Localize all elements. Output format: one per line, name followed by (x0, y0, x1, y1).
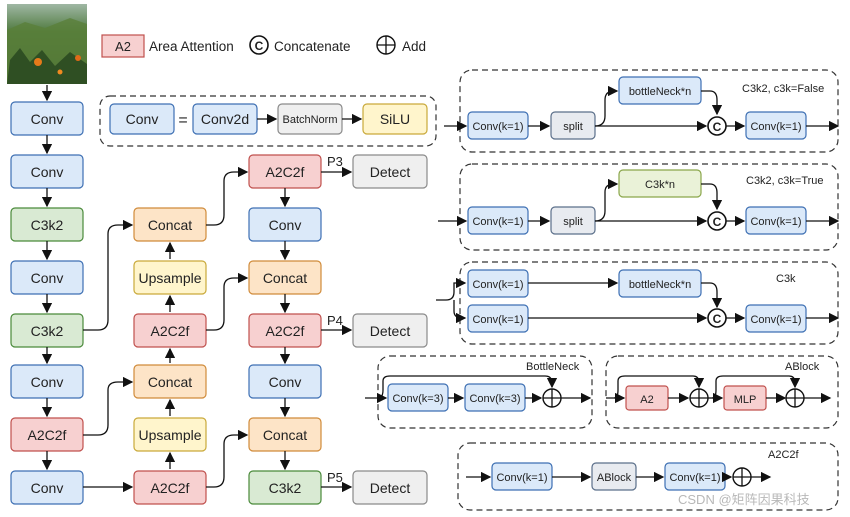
svg-text:C: C (713, 215, 722, 229)
svg-text:Upsample: Upsample (138, 427, 201, 443)
svg-text:bottleNeck*n: bottleNeck*n (629, 279, 691, 291)
svg-text:Detect: Detect (370, 164, 411, 180)
svg-text:C3k2: C3k2 (31, 217, 64, 233)
svg-text:Conv(k=3): Conv(k=3) (469, 393, 520, 405)
svg-text:C3k2: C3k2 (31, 323, 64, 339)
neck-column-1: Concat Upsample A2C2f Concat Upsample A2… (133, 207, 207, 505)
svg-text:P4: P4 (327, 313, 343, 328)
svg-text:Conv(k=3): Conv(k=3) (392, 393, 443, 405)
concat-symbol-icon (249, 35, 269, 55)
svg-text:C3k2, c3k=False: C3k2, c3k=False (742, 83, 824, 95)
svg-text:BottleNeck: BottleNeck (526, 361, 580, 373)
module-ablock: ABlock A2 MLP (605, 355, 839, 429)
svg-text:Detect: Detect (370, 323, 411, 339)
svg-text:Concat: Concat (148, 217, 192, 233)
svg-text:C3k2: C3k2 (269, 480, 302, 496)
module-a2c2f: A2C2f Conv(k=1) ABlock Conv(k=1) (457, 442, 839, 511)
neck-column-2: A2C2f Conv Concat A2C2f Conv Concat C3k2 (248, 154, 322, 505)
svg-text:C: C (713, 120, 722, 134)
svg-text:Concat: Concat (263, 427, 307, 443)
svg-text:split: split (563, 216, 583, 228)
svg-text:SiLU: SiLU (380, 111, 410, 127)
legend: A2 Area Attention C Concatenate Add (101, 34, 426, 58)
svg-text:split: split (563, 121, 583, 133)
legend-a2-label: Area Attention (149, 39, 234, 54)
svg-text:ABlock: ABlock (597, 472, 632, 484)
svg-text:P3: P3 (327, 154, 343, 169)
svg-text:Conv: Conv (269, 217, 302, 233)
svg-text:C3k*n: C3k*n (645, 179, 675, 191)
svg-text:Conv: Conv (126, 111, 159, 127)
backbone: Conv Conv C3k2 Conv C3k2 Conv A2C2f Conv (10, 101, 84, 505)
svg-text:Detect: Detect (370, 480, 411, 496)
svg-text:A2C2f: A2C2f (266, 323, 305, 339)
svg-text:Conv(k=1): Conv(k=1) (472, 314, 523, 326)
module-bottleneck: BottleNeck Conv(k=3) Conv(k=3) (365, 355, 593, 429)
svg-text:Conv: Conv (269, 374, 302, 390)
svg-text:A2C2f: A2C2f (151, 480, 190, 496)
svg-text:A2C2f: A2C2f (768, 449, 800, 461)
svg-text:bottleNeck*n: bottleNeck*n (629, 86, 691, 98)
svg-text:Conv(k=1): Conv(k=1) (750, 121, 801, 133)
svg-text:Conv: Conv (31, 164, 64, 180)
module-c3k2-true: C3k2, c3k=True Conv(k=1) split C3k*n C C… (438, 163, 840, 251)
svg-text:Conv: Conv (31, 111, 64, 127)
svg-text:=: = (178, 112, 187, 129)
svg-text:Concat: Concat (148, 374, 192, 390)
svg-text:Conv(k=1): Conv(k=1) (750, 314, 801, 326)
legend-concat-label: Concatenate (274, 39, 351, 54)
conv-definition: Conv = Conv2d BatchNorm SiLU (99, 95, 437, 147)
module-c3k2-false: C3k2, c3k=False Conv(k=1) split bottleNe… (444, 69, 840, 153)
svg-text:ABlock: ABlock (785, 361, 820, 373)
svg-text:Conv(k=1): Conv(k=1) (472, 279, 523, 291)
svg-text:Upsample: Upsample (138, 270, 201, 286)
svg-text:Conv(k=1): Conv(k=1) (472, 216, 523, 228)
svg-text:BatchNorm: BatchNorm (282, 114, 337, 126)
svg-text:C3k2, c3k=True: C3k2, c3k=True (746, 175, 824, 187)
svg-text:A2C2f: A2C2f (151, 323, 190, 339)
svg-text:A2: A2 (640, 394, 653, 406)
svg-text:Concat: Concat (263, 270, 307, 286)
input-image (7, 4, 87, 84)
svg-text:Conv: Conv (31, 374, 64, 390)
svg-text:Conv(k=1): Conv(k=1) (669, 472, 720, 484)
svg-text:C: C (255, 39, 264, 53)
svg-text:Conv(k=1): Conv(k=1) (750, 216, 801, 228)
svg-text:C3k: C3k (776, 273, 796, 285)
detect-heads: P3 Detect P4 Detect P5 Detect (321, 154, 428, 505)
watermark: CSDN @矩阵因果科技 (678, 492, 810, 507)
svg-text:MLP: MLP (734, 394, 757, 406)
svg-text:Conv: Conv (31, 480, 64, 496)
svg-text:Conv(k=1): Conv(k=1) (472, 121, 523, 133)
svg-text:C: C (713, 312, 722, 326)
legend-add-label: Add (402, 39, 426, 54)
module-c3k: C3k Conv(k=1) Conv(k=1) bottleNeck*n C C… (436, 261, 840, 345)
svg-text:P5: P5 (327, 470, 343, 485)
svg-text:A2C2f: A2C2f (28, 427, 67, 443)
svg-text:Conv2d: Conv2d (201, 111, 249, 127)
svg-text:A2C2f: A2C2f (266, 164, 305, 180)
legend-a2-box: A2 (115, 39, 131, 54)
svg-text:Conv: Conv (31, 270, 64, 286)
svg-text:Conv(k=1): Conv(k=1) (496, 472, 547, 484)
